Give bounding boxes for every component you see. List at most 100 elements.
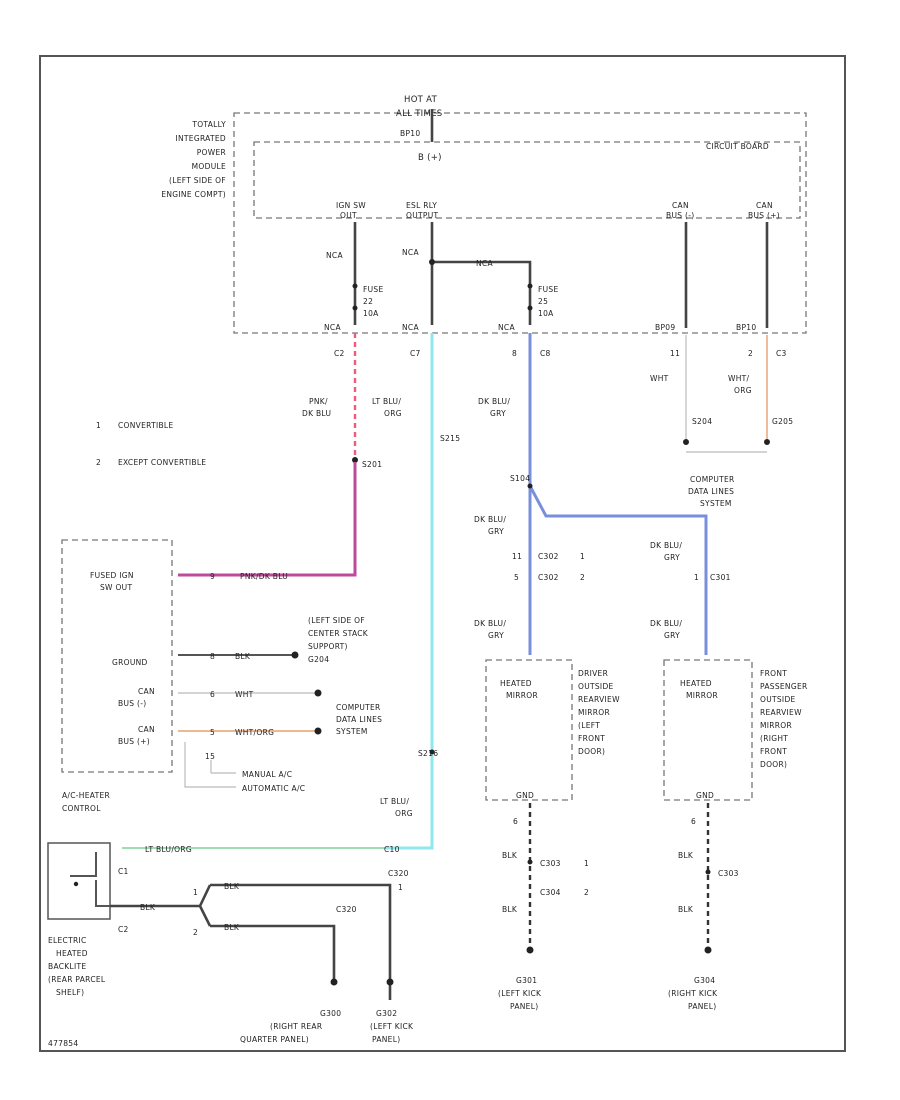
svg-text:DATA LINES: DATA LINES <box>688 487 734 496</box>
lt-blu-org-label-3: LT BLU/ <box>380 797 409 806</box>
can-wht-org-label: WHT/ <box>728 374 750 383</box>
tipm-pin-2: NCA <box>402 323 419 332</box>
c303-label: C303 <box>540 859 561 868</box>
svg-text:22: 22 <box>363 297 373 306</box>
can-low-arrow <box>314 689 322 697</box>
svg-text:CAN: CAN <box>138 725 155 734</box>
c302-label-1: C302 <box>538 552 559 561</box>
svg-text:G204: G204 <box>308 655 329 664</box>
convertible-ground-wire <box>210 883 392 1000</box>
svg-text:REARVIEW: REARVIEW <box>760 708 802 717</box>
svg-text:TOTALLY: TOTALLY <box>191 120 226 129</box>
splice-s205-label: G205 <box>772 417 793 426</box>
splice-s204-dot <box>683 439 689 445</box>
svg-text:25: 25 <box>538 297 548 306</box>
conn-c8-label: C8 <box>540 349 551 358</box>
ground-selector-line <box>198 884 212 907</box>
g304-dot <box>704 946 712 954</box>
svg-text:DOOR): DOOR) <box>578 747 605 756</box>
c320-label: C320 <box>336 905 357 914</box>
pnk-dkblu-label-2: DK BLU <box>302 409 331 418</box>
g204-dot <box>291 651 299 659</box>
b-plus-label: B (+) <box>418 153 442 163</box>
ac-heater-control-name: A/C-HEATER <box>62 791 110 800</box>
ign-sw-out-label: IGN SW <box>336 201 366 210</box>
backlite-pin-c2: C2 <box>118 925 129 934</box>
svg-text:HEATED: HEATED <box>500 679 532 688</box>
conn-c3-label: C3 <box>776 349 787 358</box>
fuse-25: FUSE 25 10A <box>527 283 559 318</box>
c302-num-2: 2 <box>580 573 585 582</box>
c303-dot <box>527 859 533 865</box>
svg-text:REARVIEW: REARVIEW <box>578 695 620 704</box>
pnk-dkblu-label: PNK/ <box>309 397 328 406</box>
c302-pin-5: 5 <box>514 573 519 582</box>
convertible-blk-label: BLK <box>224 882 240 891</box>
g302-label: G302 (LEFT KICK PANEL) <box>370 1009 414 1044</box>
conn-c10-label: C10 <box>384 845 400 854</box>
dkblu-gry-label-5: DK BLU/ <box>650 619 682 628</box>
splice-s216-dot <box>429 749 435 755</box>
dkblu-gry-branch-wire <box>528 485 708 655</box>
ign-sw-out-label-2: OUT <box>340 211 357 220</box>
svg-text:MIRROR: MIRROR <box>578 708 610 717</box>
dkblu-gry-label-3b: GRY <box>664 553 680 562</box>
pass-blk-label-2: BLK <box>678 905 694 914</box>
tipm-pin-5: BP10 <box>736 323 756 332</box>
svg-text:(RIGHT: (RIGHT <box>760 734 788 743</box>
svg-text:BUS (-): BUS (-) <box>118 699 146 708</box>
cdl-system-left: COMPUTER DATA LINES SYSTEM <box>336 703 382 736</box>
tipm-pin-3: NCA <box>498 323 515 332</box>
c303-right-label: C303 <box>718 869 739 878</box>
svg-text:(LEFT KICK: (LEFT KICK <box>498 989 542 998</box>
backlite-box <box>47 842 111 920</box>
c302-num-1: 1 <box>580 552 585 561</box>
dkblu-gry-label-1: DK BLU/ <box>478 397 510 406</box>
svg-text:HEATED: HEATED <box>56 949 88 958</box>
pnk-dkblu-magenta-wire <box>178 462 357 577</box>
svg-text:SYSTEM: SYSTEM <box>700 499 732 508</box>
svg-text:(RIGHT REAR: (RIGHT REAR <box>270 1022 322 1031</box>
g204-location: (LEFT SIDE OF CENTER STACK SUPPORT) G204 <box>308 616 368 664</box>
except-blk-label: BLK <box>224 923 240 932</box>
svg-text:G301: G301 <box>516 976 537 985</box>
driver-mirror-heated: HEATED MIRROR <box>500 679 538 700</box>
ac-can-low-wire-label: WHT <box>235 690 254 699</box>
svg-text:G304: G304 <box>694 976 715 985</box>
svg-text:COMPUTER: COMPUTER <box>690 475 735 484</box>
svg-text:OUTSIDE: OUTSIDE <box>578 682 614 691</box>
can-bus-high-label-2: BUS (+) <box>748 211 780 220</box>
svg-text:QUARTER PANEL): QUARTER PANEL) <box>240 1035 309 1044</box>
svg-text:DOOR): DOOR) <box>760 760 787 769</box>
svg-text:10A: 10A <box>538 309 554 318</box>
esl-rly-branch-dot <box>429 259 435 265</box>
passenger-mirror-gnd: GND <box>696 791 714 800</box>
svg-text:FUSE: FUSE <box>538 285 559 294</box>
splice-s216-label: S216 <box>418 749 438 758</box>
legend: 1 CONVERTIBLE 2 EXCEPT CONVERTIBLE <box>96 421 206 467</box>
svg-text:(LEFT SIDE OF: (LEFT SIDE OF <box>308 616 365 625</box>
svg-text:BUS (+): BUS (+) <box>118 737 150 746</box>
manual-auto-bracket <box>184 742 236 788</box>
esl-rly-label: ESL RLY <box>406 201 437 210</box>
backlite-pin-c1: C1 <box>118 867 129 876</box>
c301-pin-1: 1 <box>694 573 699 582</box>
passenger-mirror-heated: HEATED MIRROR <box>680 679 718 700</box>
automatic-ac-label: AUTOMATIC A/C <box>242 784 305 793</box>
svg-text:(LEFT: (LEFT <box>578 721 600 730</box>
svg-text:G302: G302 <box>376 1009 397 1018</box>
svg-text:(LEFT KICK: (LEFT KICK <box>370 1022 414 1031</box>
backlite-n2: 2 <box>193 928 198 937</box>
diagram-frame <box>39 55 846 1052</box>
dkblu-gry-label-1b: GRY <box>490 409 506 418</box>
dkblu-gry-label-4b: GRY <box>488 631 504 640</box>
nca-label-a: NCA <box>326 251 343 260</box>
all-times-label: ALL TIMES <box>396 109 443 119</box>
splice-s104-label: S104 <box>510 474 530 483</box>
c304-num: 2 <box>584 888 589 897</box>
svg-text:DATA LINES: DATA LINES <box>336 715 382 724</box>
svg-text:FUSE: FUSE <box>363 285 384 294</box>
can-wht-org-label-2: ORG <box>734 386 752 395</box>
g300-dot <box>330 978 338 986</box>
